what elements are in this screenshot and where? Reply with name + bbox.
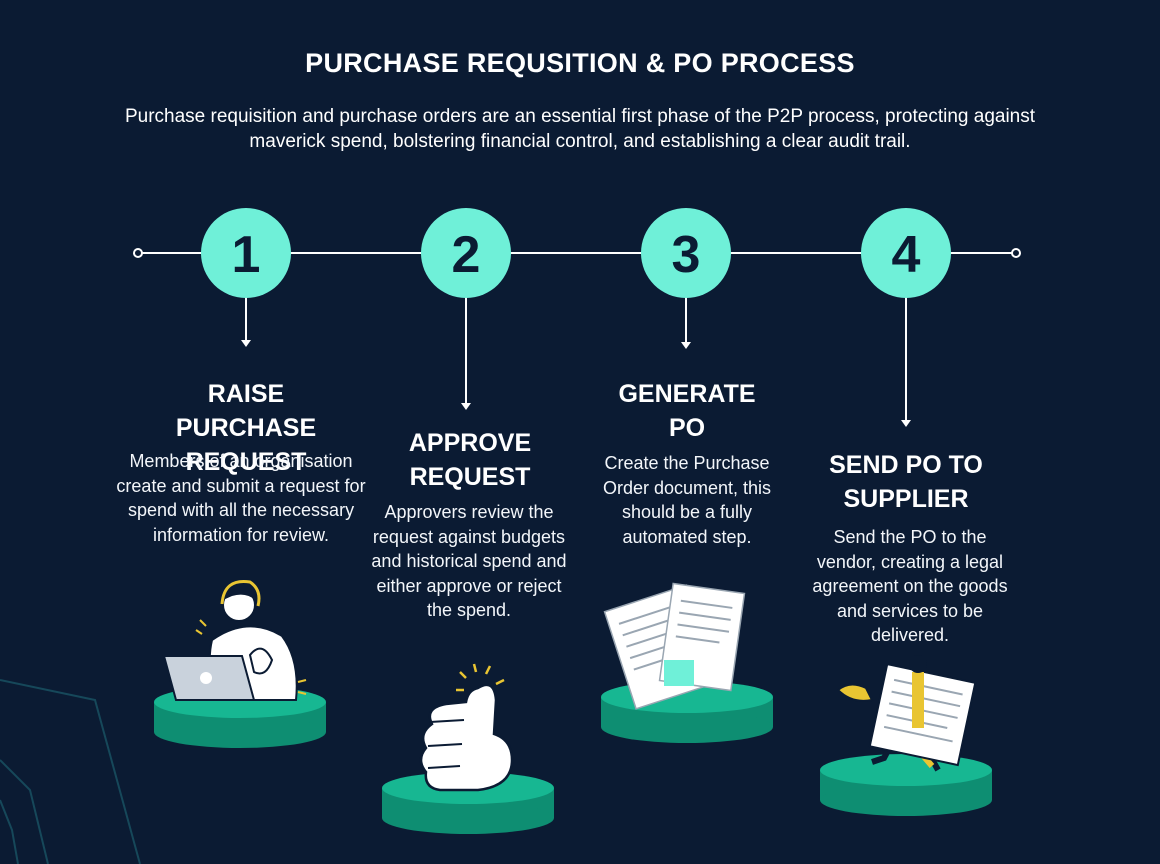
connector-arrow-3 <box>681 296 691 349</box>
step-description-1: Members of an organisation create and su… <box>116 451 366 545</box>
step-description-2: Approvers review the request against bud… <box>371 502 567 620</box>
step-title-1: RAISE PURCHASE REQUEST <box>175 380 317 476</box>
step-title-4: SEND PO TO SUPPLIER <box>829 451 983 513</box>
step-number-3: 3 <box>672 226 701 284</box>
step-title-2: APPROVE REQUEST <box>408 429 532 491</box>
step-number-2: 2 <box>452 226 481 284</box>
courier-illustration <box>820 655 992 816</box>
step-description-3: Create the Purchase Order document, this… <box>602 453 772 547</box>
step-number-4: 4 <box>892 226 921 284</box>
step-circle-2: 2 <box>421 208 511 298</box>
page-title: PURCHASE REQUSITION & PO PROCESS <box>305 48 855 78</box>
connector-arrow-4 <box>901 296 911 427</box>
step-circle-4: 4 <box>861 208 951 298</box>
timeline-end-dot <box>1011 248 1021 258</box>
thumbs-up-illustration <box>382 663 554 834</box>
connector-arrow-1 <box>241 296 251 347</box>
step-title-3: GENERATE PO <box>618 380 756 442</box>
step-circle-1: 1 <box>201 208 291 298</box>
person-laptop-illustration <box>154 579 326 748</box>
documents-illustration <box>601 582 773 743</box>
step-circle-3: 3 <box>641 208 731 298</box>
step-description-4: Send the PO to the vendor, creating a le… <box>812 527 1008 645</box>
connector-arrow-2 <box>461 296 471 410</box>
timeline-start-dot <box>133 248 143 258</box>
step-number-1: 1 <box>232 226 261 284</box>
intro-text: Purchase requisition and purchase orders… <box>124 106 1036 152</box>
